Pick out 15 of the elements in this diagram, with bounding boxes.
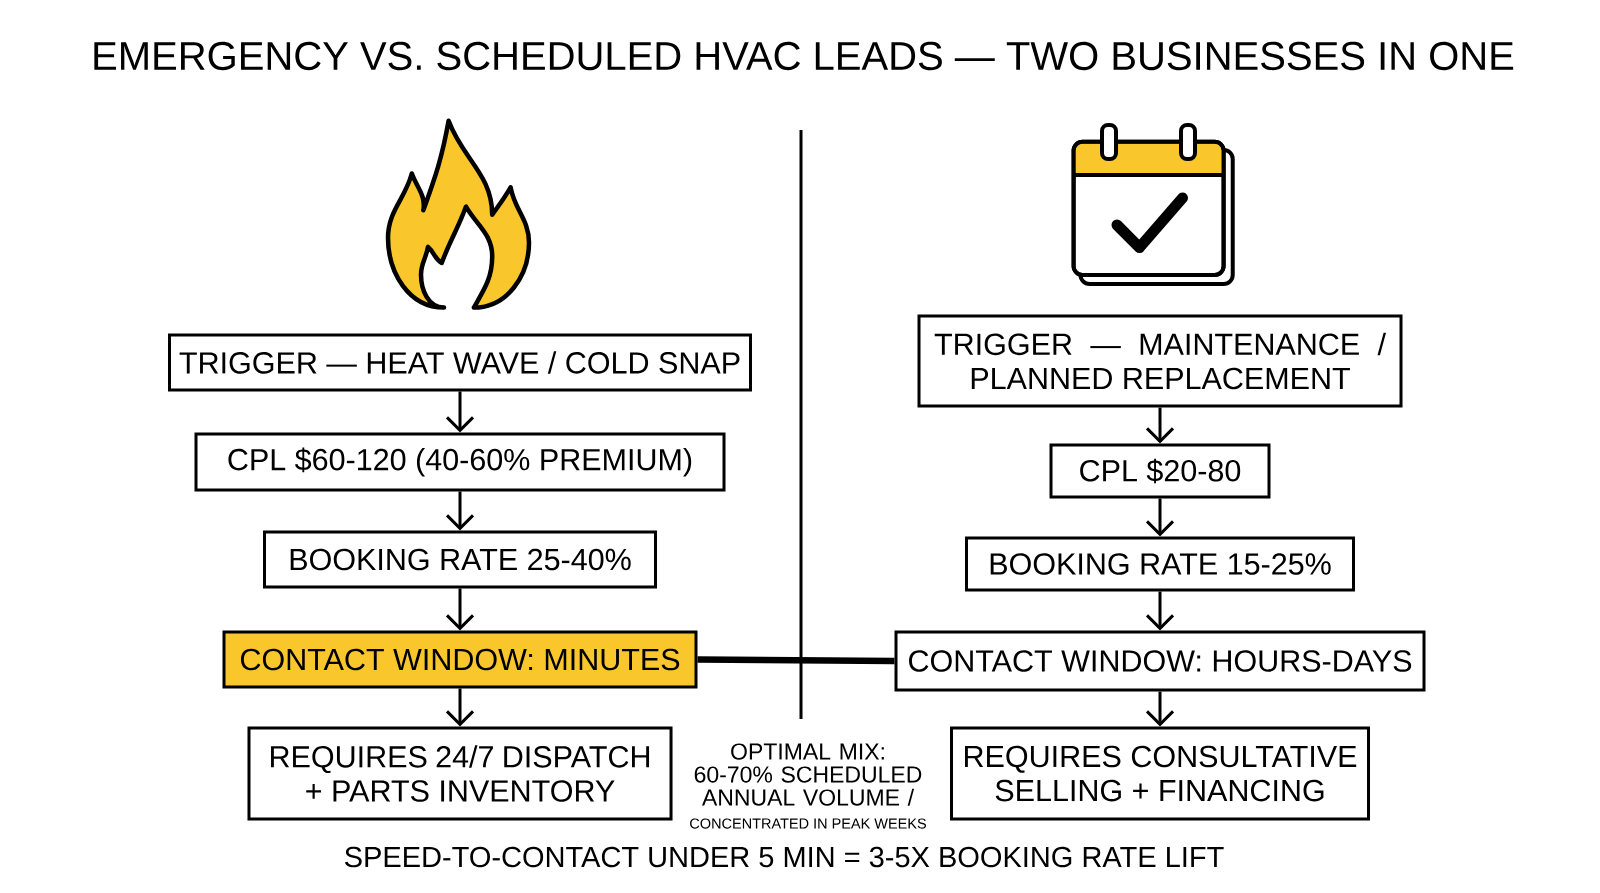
footer-text: SPEED-TO-CONTACT UNDER 5 MIN = 3-5X BOOKING RATE LIFT	[345, 846, 1224, 868]
title: EMERGENCY VS. SCHEDULED HVAC LEADS — TWO BUSINESSES IN ONE	[94, 41, 1514, 71]
connector-line	[697, 656, 895, 665]
process-box: BOOKING RATE 25-40%	[263, 530, 657, 589]
process-box: TRIGGER — MAINTENANCE / PLANNED REPLACEMENT	[917, 314, 1403, 408]
process-box: CPL $20-80	[1049, 443, 1271, 499]
process-box: BOOKING RATE 15-25%	[965, 536, 1355, 592]
process-box: REQUIRES 24/7 DISPATCH + PARTS INVENTORY	[247, 726, 673, 821]
process-box: CPL $60-120 (40-60% PREMIUM)	[194, 432, 726, 492]
process-box: REQUIRES CONSULTATIVE SELLING + FINANCING	[950, 726, 1370, 821]
note-text: CONCENTRATED IN PEAK WEEKS	[690, 818, 926, 829]
process-box: CONTACT WINDOW: HOURS-DAYS	[894, 630, 1426, 692]
process-box: CONTACT WINDOW: MINUTES	[222, 630, 698, 689]
note-text: OPTIMAL MIX: 60-70% SCHEDULED ANNUAL VOLUME /	[694, 743, 922, 806]
process-box: TRIGGER — HEAT WAVE / COLD SNAP	[168, 333, 752, 392]
